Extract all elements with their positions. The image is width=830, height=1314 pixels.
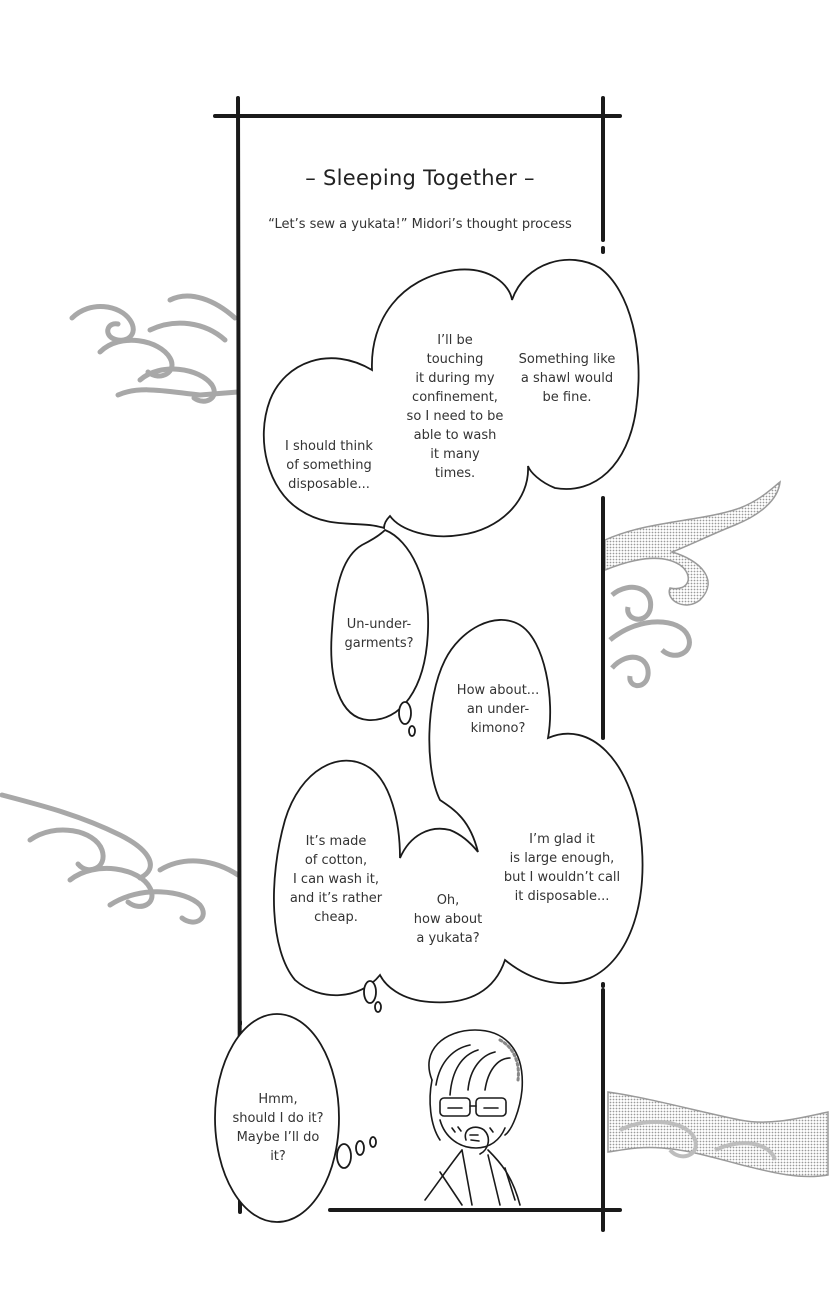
background-cloud-left-top — [69, 293, 241, 404]
bubble-text-cotton: It’s made of cotton, I can wash it, and … — [289, 834, 383, 925]
bubble-text-hmm: Hmm, should I do it? Maybe I’ll do it? — [232, 1092, 324, 1164]
thought-bubble-undergarments — [330, 528, 429, 737]
bubble-text-shawl: Something like a shawl would be fine. — [518, 352, 616, 405]
bubble-text-large: I’m glad it is large enough, but I would… — [503, 832, 621, 904]
page-subtitle: “Let’s sew a yukata!” Midori’s thought p… — [268, 217, 572, 232]
thought-bubble-hmm — [214, 1013, 377, 1223]
background-cloud-right-bottom — [607, 1091, 829, 1178]
background-cloud-right-mid — [604, 480, 781, 689]
background-cloud-left-bottom — [0, 792, 241, 925]
bubble-text-touching: I’ll be touching it during my confinemen… — [406, 333, 504, 481]
bubble-text-underkimono: How about... an under- kimono? — [456, 683, 540, 736]
bubble-text-disposable: I should think of something disposable..… — [285, 439, 373, 492]
thought-bubble-middle — [273, 619, 644, 1013]
page-title: – Sleeping Together – — [305, 166, 535, 190]
panel-border — [213, 96, 622, 1232]
bubble-text-undergarments: Un-under- garments? — [344, 617, 414, 651]
thought-bubble-top — [262, 258, 640, 538]
midori-character — [424, 1029, 524, 1206]
bubble-text-yukata: Oh, how about a yukata? — [413, 893, 483, 946]
